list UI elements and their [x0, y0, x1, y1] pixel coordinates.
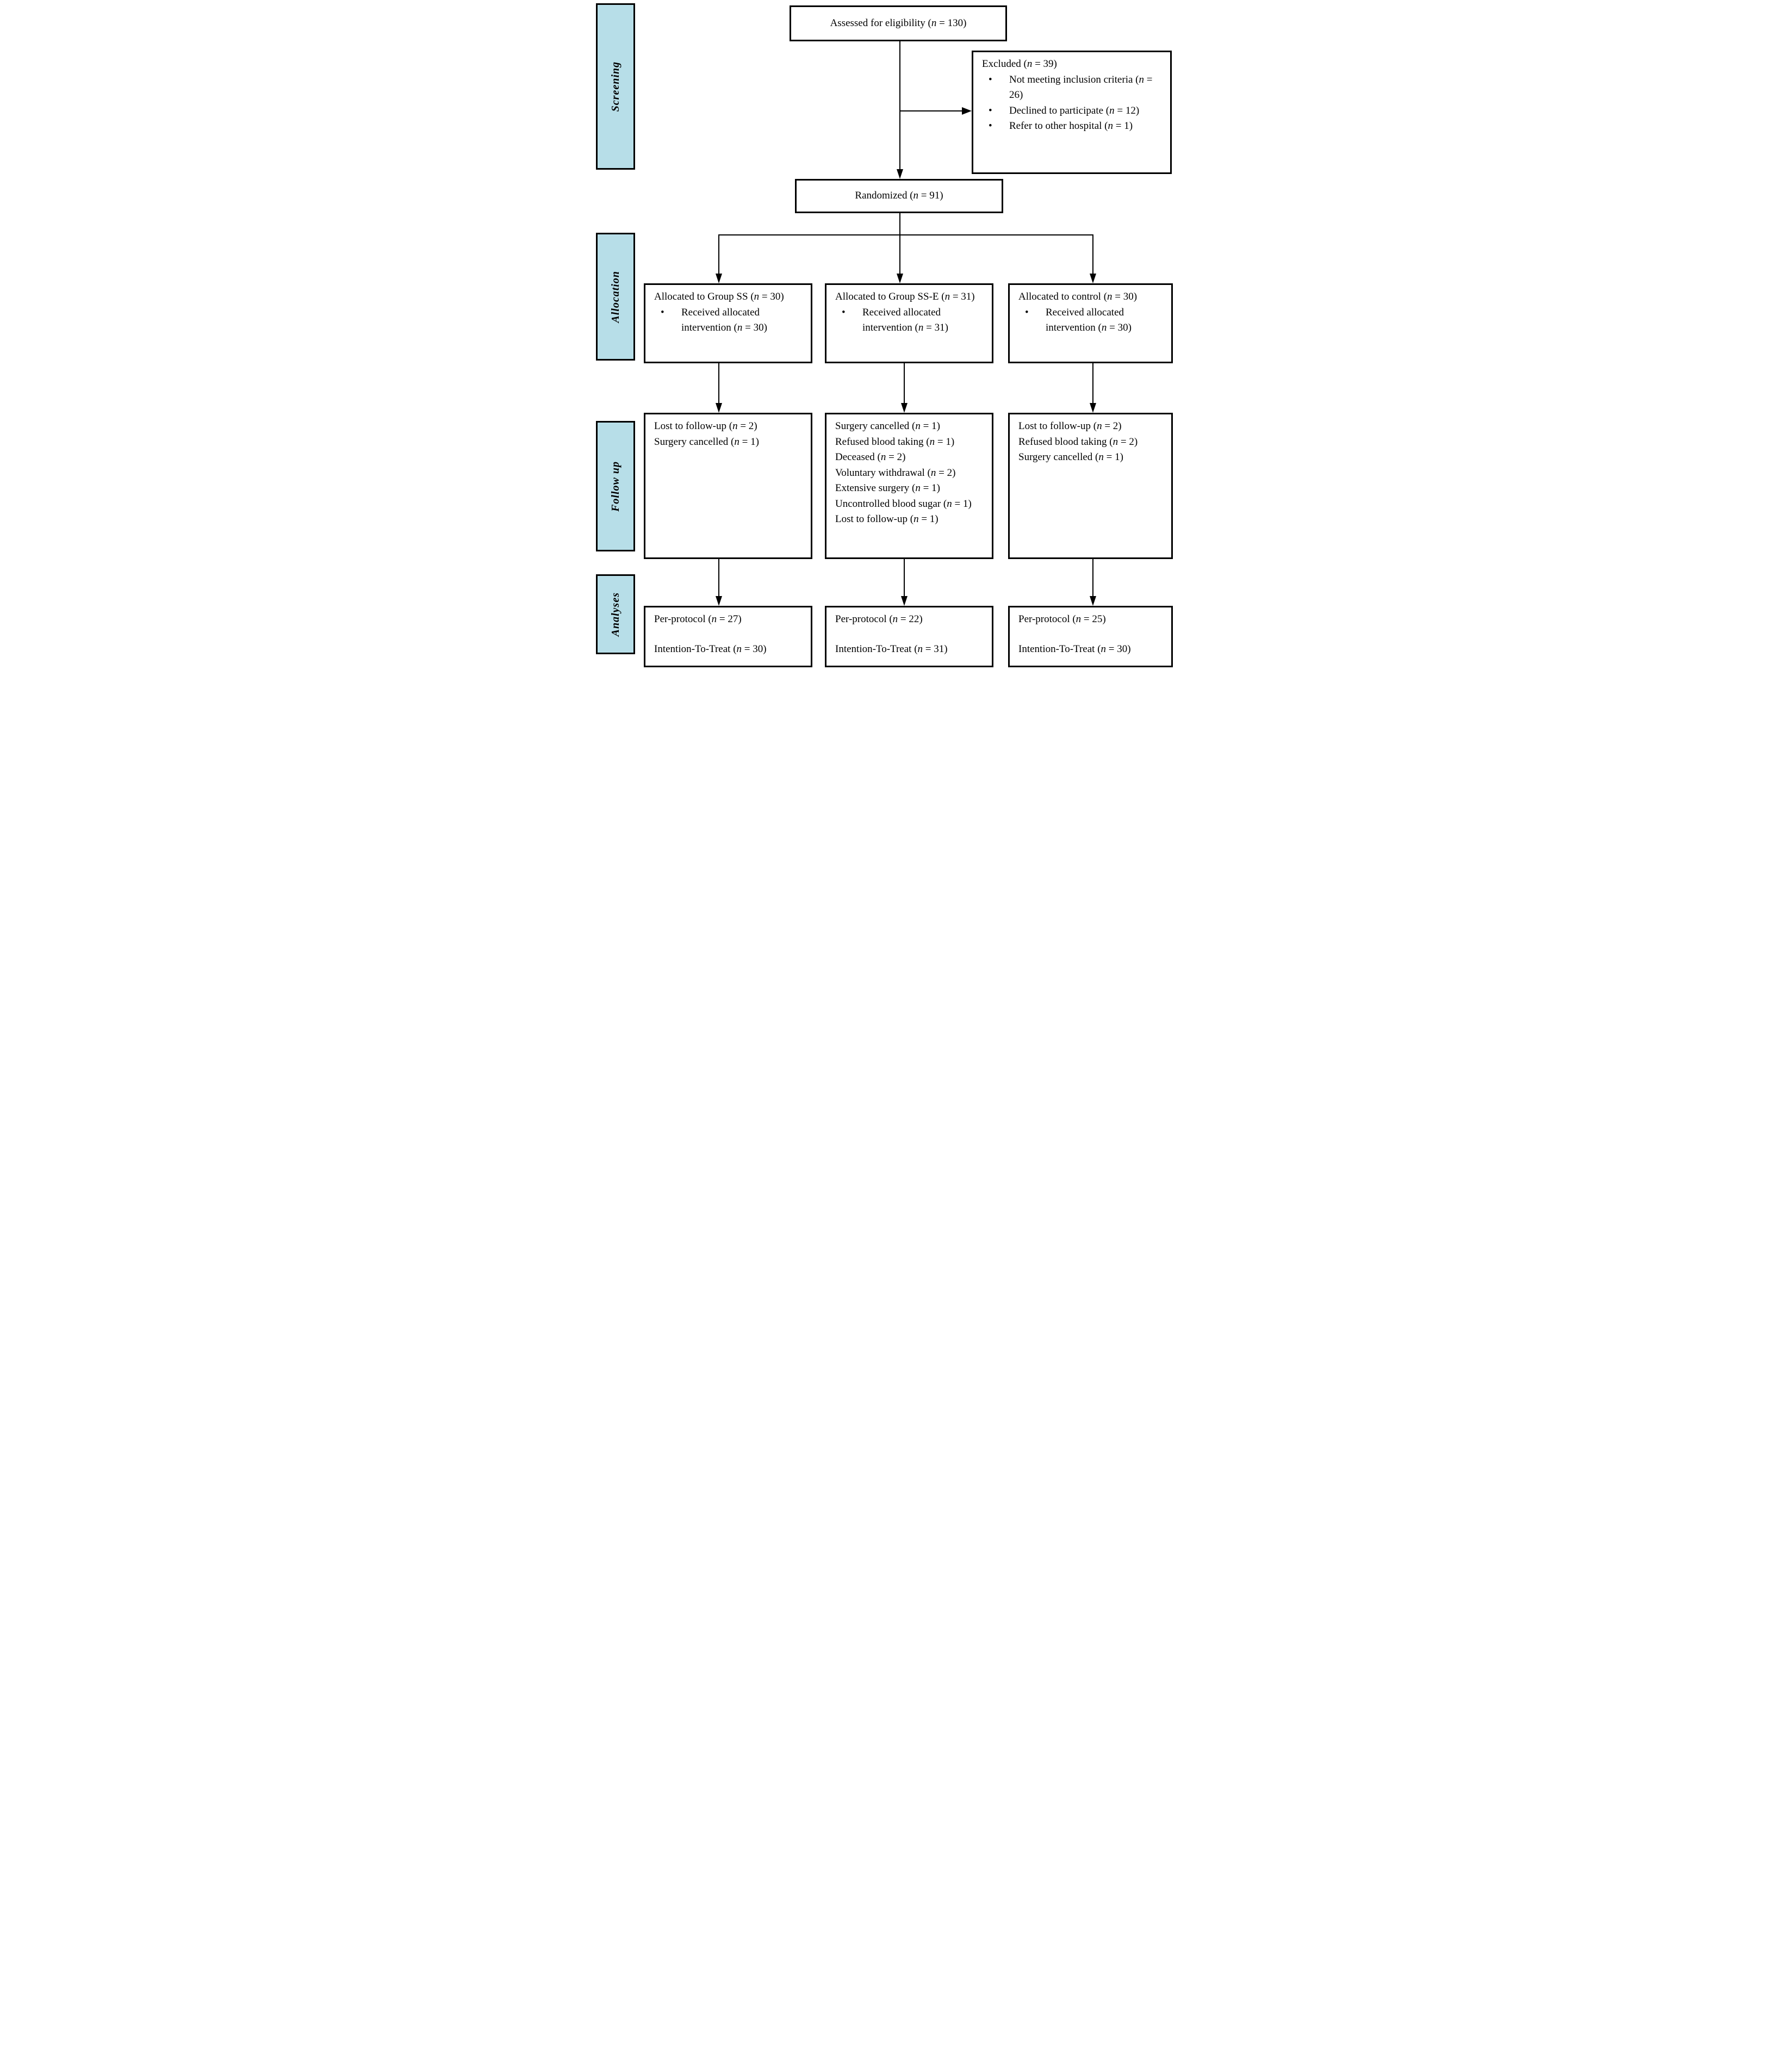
- followup-line: Lost to follow-up (n = 2): [1018, 420, 1122, 432]
- stage-band-screening: Screening: [596, 3, 635, 170]
- analyses-group-ss-e-box: Per-protocol (n = 22) Intention-To-Treat…: [825, 606, 993, 667]
- followup-line: Refused blood taking (n = 2): [1018, 436, 1138, 448]
- arrowhead-down-followup-right: [1090, 403, 1096, 413]
- allocation-bullet: Received allocated intervention (n = 30): [654, 305, 799, 336]
- analyses-line: Per-protocol (n = 25): [1018, 613, 1106, 625]
- allocation-control-box: Allocated to control (n = 30) Received a…: [1008, 283, 1173, 363]
- arrowhead-down-followup-left: [716, 403, 722, 413]
- assessed-eligibility-box: Assessed for eligibility (n = 130): [790, 5, 1007, 41]
- allocation-bullet: Received allocated intervention (n = 31): [835, 305, 980, 336]
- connector-to-excluded: [900, 110, 963, 111]
- followup-control-box: Lost to follow-up (n = 2) Refused blood …: [1008, 413, 1173, 559]
- analyses-line: Per-protocol (n = 27): [654, 613, 742, 625]
- stage-band-followup: Follow up: [596, 421, 635, 551]
- allocation-bullet-list: Received allocated intervention (n = 30): [1018, 305, 1159, 336]
- analyses-line: Intention-To-Treat (n = 30): [1018, 643, 1131, 655]
- analyses-line: Intention-To-Treat (n = 30): [654, 643, 767, 655]
- arrowhead-right-excluded: [962, 107, 972, 115]
- arrowhead-down-analyses-left: [716, 596, 722, 606]
- stage-band-analyses: Analyses: [596, 574, 635, 654]
- stage-label-allocation: Allocation: [610, 270, 622, 323]
- connector-split-to-group-ss: [718, 234, 719, 274]
- connector-split-to-control: [1092, 234, 1093, 274]
- assessed-eligibility-text: Assessed for eligibility (n = 130): [830, 17, 967, 29]
- connector-followup-to-analyses-left: [718, 559, 719, 596]
- excluded-bullet: Not meeting inclusion criteria (n = 26): [982, 72, 1158, 103]
- allocation-group-ss-box: Allocated to Group SS (n = 30) Received …: [644, 283, 812, 363]
- randomized-text: Randomized (n = 91): [855, 190, 943, 202]
- allocation-bullet: Received allocated intervention (n = 30): [1018, 305, 1159, 336]
- connector-split-to-group-ss-e: [899, 234, 900, 274]
- connector-followup-to-analyses-right: [1092, 559, 1093, 596]
- randomized-box: Randomized (n = 91): [795, 179, 1003, 213]
- connector-allocation-to-followup-left: [718, 363, 719, 403]
- connector-allocation-to-followup-middle: [904, 363, 905, 403]
- excluded-bullet: Declined to participate (n = 12): [982, 103, 1158, 119]
- followup-line: Refused blood taking (n = 1): [835, 436, 955, 448]
- followup-line: Lost to follow-up (n = 2): [654, 420, 757, 432]
- arrowhead-down-control: [1090, 274, 1096, 283]
- stage-label-followup: Follow up: [610, 461, 622, 512]
- followup-line: Surgery cancelled (n = 1): [835, 420, 940, 432]
- followup-line: Lost to follow-up (n = 1): [835, 513, 939, 525]
- followup-line: Uncontrolled blood sugar (n = 1): [835, 498, 972, 510]
- allocation-group-ss-e-box: Allocated to Group SS-E (n = 31) Receive…: [825, 283, 993, 363]
- excluded-box: Excluded (n = 39) Not meeting inclusion …: [972, 51, 1172, 174]
- allocation-title: Allocated to Group SS (n = 30): [654, 291, 784, 302]
- arrowhead-down-analyses-right: [1090, 596, 1096, 606]
- analyses-line: Per-protocol (n = 22): [835, 613, 923, 625]
- analyses-line: Intention-To-Treat (n = 31): [835, 643, 948, 655]
- followup-group-ss-e-box: Surgery cancelled (n = 1) Refused blood …: [825, 413, 993, 559]
- allocation-bullet-list: Received allocated intervention (n = 30): [654, 305, 799, 336]
- analyses-control-box: Per-protocol (n = 25) Intention-To-Treat…: [1008, 606, 1173, 667]
- followup-line: Extensive surgery (n = 1): [835, 482, 940, 494]
- consort-flow-diagram: Screening Allocation Follow up Analyses …: [588, 0, 1177, 691]
- followup-group-ss-box: Lost to follow-up (n = 2) Surgery cancel…: [644, 413, 812, 559]
- excluded-bullet-list: Not meeting inclusion criteria (n = 26) …: [982, 72, 1158, 134]
- arrowhead-down-analyses-middle: [901, 596, 908, 606]
- stage-label-screening: Screening: [610, 61, 622, 112]
- split-line-allocation: [718, 234, 1093, 235]
- connector-allocation-to-followup-right: [1092, 363, 1093, 403]
- excluded-bullet: Refer to other hospital (n = 1): [982, 119, 1158, 134]
- followup-line: Surgery cancelled (n = 1): [1018, 451, 1123, 463]
- followup-line: Deceased (n = 2): [835, 451, 906, 463]
- stage-band-allocation: Allocation: [596, 233, 635, 361]
- followup-line: Surgery cancelled (n = 1): [654, 436, 759, 448]
- followup-line: Voluntary withdrawal (n = 2): [835, 467, 956, 479]
- connector-randomized-to-split: [899, 213, 900, 234]
- arrowhead-down-followup-middle: [901, 403, 908, 413]
- connector-followup-to-analyses-middle: [904, 559, 905, 596]
- analyses-group-ss-box: Per-protocol (n = 27) Intention-To-Treat…: [644, 606, 812, 667]
- arrowhead-down-group-ss: [716, 274, 722, 283]
- allocation-title: Allocated to control (n = 30): [1018, 291, 1138, 302]
- arrowhead-down-group-ss-e: [897, 274, 903, 283]
- excluded-title: Excluded (n = 39): [982, 58, 1057, 70]
- allocation-title: Allocated to Group SS-E (n = 31): [835, 291, 975, 302]
- allocation-bullet-list: Received allocated intervention (n = 31): [835, 305, 980, 336]
- stage-label-analyses: Analyses: [610, 592, 622, 637]
- arrowhead-down-randomized: [897, 169, 903, 179]
- connector-assessed-to-randomized: [899, 41, 900, 170]
